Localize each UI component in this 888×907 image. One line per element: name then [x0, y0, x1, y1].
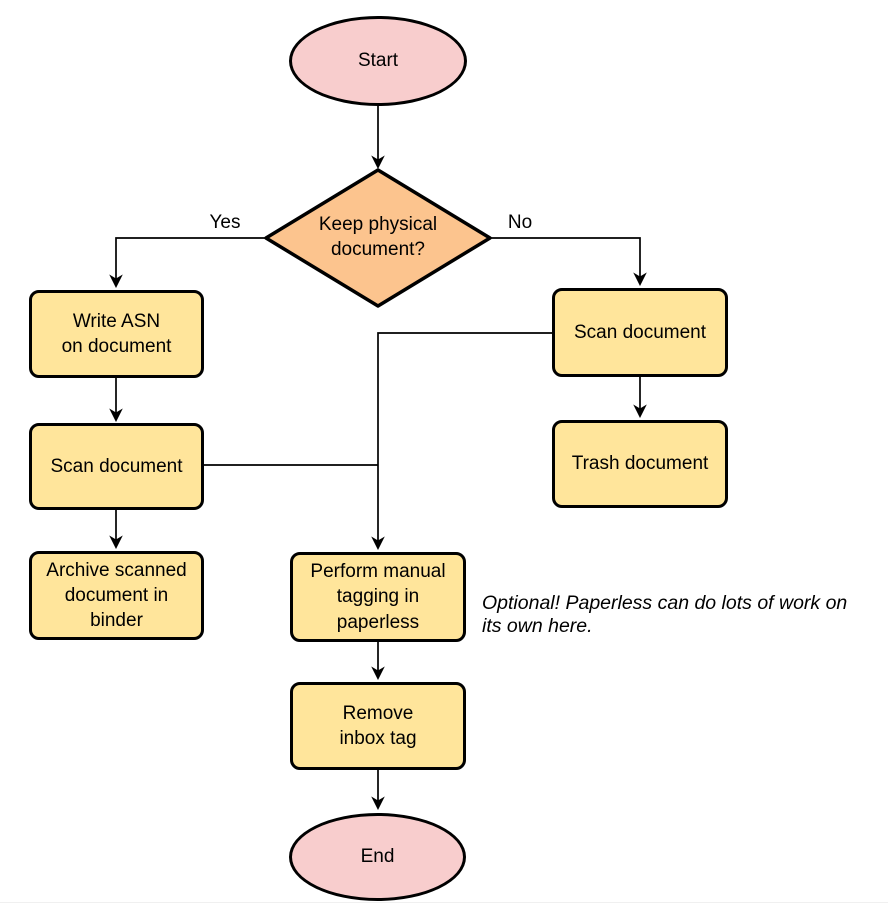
- node-decision-label: Keep physical document?: [318, 214, 438, 261]
- node-trash-document: Trash document: [552, 420, 728, 508]
- node-archive-in-binder-label: Archive scanned document in binder: [46, 559, 187, 632]
- edge-scan-right-to-tagging: [371, 332, 553, 551]
- node-archive-in-binder: Archive scanned document in binder: [29, 551, 204, 640]
- node-start-label: Start: [357, 50, 399, 72]
- edge-label-no: No: [507, 212, 533, 233]
- node-remove-inbox-tag-label: Remove inbox tag: [339, 702, 417, 749]
- edge-label-yes: Yes: [209, 212, 241, 233]
- node-start: Start: [289, 16, 467, 106]
- node-end: End: [289, 813, 466, 901]
- note-optional: Optional! Paperless can do lots of work …: [482, 592, 848, 638]
- edge-decision-no-to-scan-right: [490, 237, 647, 287]
- node-write-asn: Write ASN on document: [29, 290, 204, 378]
- node-manual-tagging: Perform manual tagging in paperless: [290, 552, 466, 642]
- node-scan-document-right-label: Scan document: [573, 321, 707, 343]
- node-scan-document-left-label: Scan document: [50, 455, 183, 477]
- edge-decision-yes-to-write-asn: [109, 237, 266, 289]
- node-remove-inbox-tag: Remove inbox tag: [290, 682, 466, 770]
- bottom-divider: [0, 902, 888, 903]
- node-scan-document-left: Scan document: [29, 423, 204, 510]
- decision-diamond-shape: [264, 168, 492, 308]
- node-trash-document-label: Trash document: [571, 453, 709, 475]
- node-scan-document-right: Scan document: [552, 288, 728, 377]
- node-manual-tagging-label: Perform manual tagging in paperless: [310, 561, 446, 633]
- node-write-asn-label: Write ASN on document: [61, 310, 172, 357]
- node-end-label: End: [360, 846, 395, 868]
